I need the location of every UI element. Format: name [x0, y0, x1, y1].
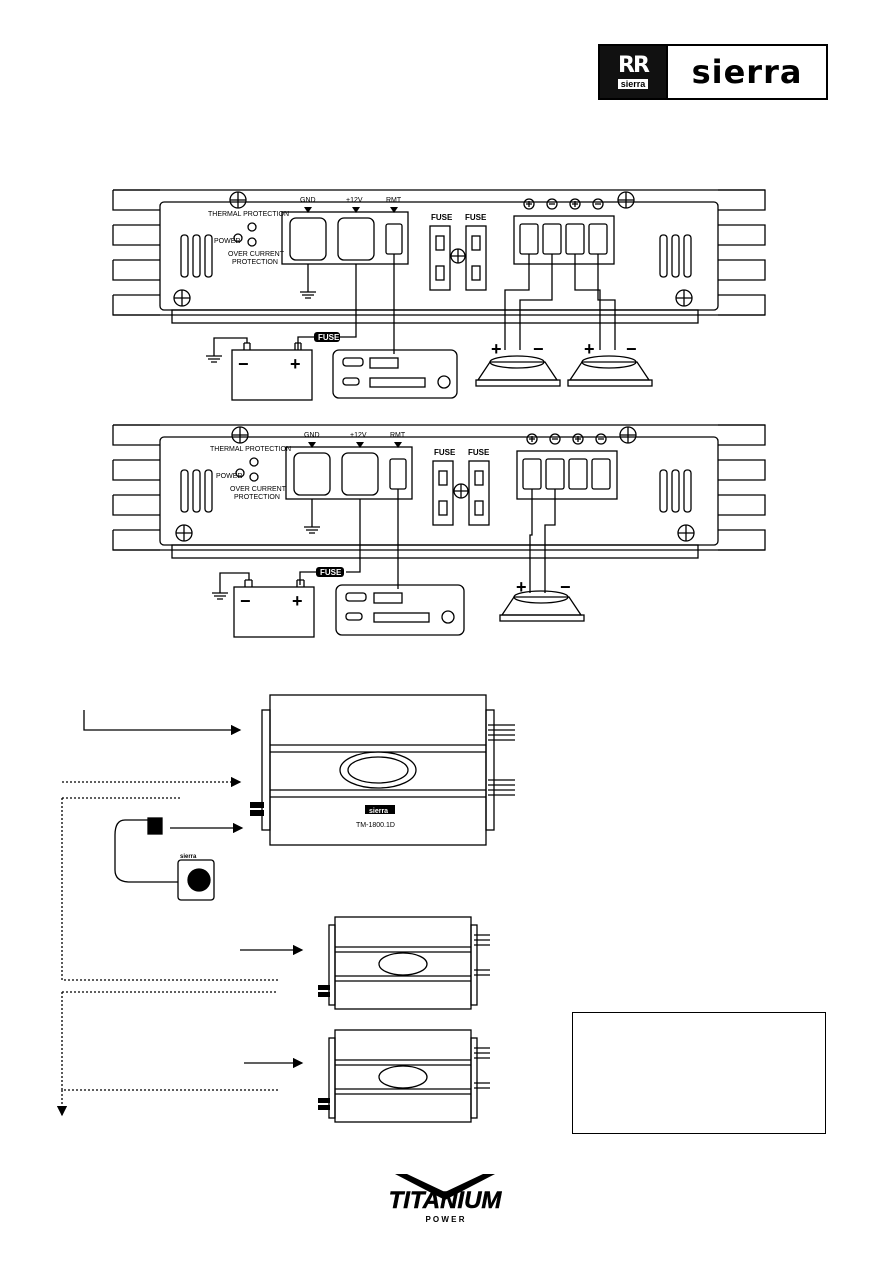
- brand-logo: RR sierra sierra: [598, 44, 828, 100]
- overcurrent-label-2b: PROTECTION: [234, 494, 280, 501]
- rmt-label: RMT: [386, 197, 402, 204]
- wiring-diagram-bridged: THERMAL PROTECTION POWER OVER CURRENT PR…: [112, 424, 766, 638]
- thermal-protection-label: THERMAL PROTECTION: [208, 211, 289, 218]
- inline-fuse-label-2: FUSE: [320, 568, 342, 577]
- rmt-label-2: RMT: [390, 432, 406, 439]
- fuse-label-3: FUSE: [434, 448, 456, 457]
- brand-mark-text: RR: [618, 53, 650, 78]
- battery-minus: −: [238, 354, 249, 374]
- speaker-bridged-minus: −: [560, 577, 571, 597]
- brand-wordmark: sierra: [691, 53, 803, 91]
- inline-fuse-label: FUSE: [318, 333, 340, 342]
- power-label: POWER: [214, 238, 240, 245]
- fuse-label-2: FUSE: [465, 213, 487, 222]
- speaker-bridged-plus: +: [516, 577, 527, 597]
- amplifier-connection-illustration: sierra TM-1800.1D sierra: [56, 694, 515, 1123]
- thermal-protection-label-2: THERMAL PROTECTION: [210, 446, 291, 453]
- brand-mark-small: sierra: [617, 79, 649, 89]
- gnd-label-2: GND: [304, 432, 320, 439]
- speaker1-minus: −: [533, 339, 544, 359]
- speaker2-minus: −: [626, 339, 637, 359]
- v12-label: +12V: [346, 197, 363, 204]
- titanium-logo-text: TITANIUM: [389, 1187, 503, 1214]
- overcurrent-label-2: PROTECTION: [232, 259, 278, 266]
- power-label-2: POWER: [216, 473, 242, 480]
- speaker2-plus: +: [584, 339, 595, 359]
- battery-minus-2: −: [240, 591, 251, 611]
- speaker1-plus: +: [491, 339, 502, 359]
- titanium-power-logo: TITANIUM P O W E R: [388, 1174, 503, 1224]
- remote-brand-text: sierra: [180, 854, 197, 860]
- titanium-logo-subtext: P O W E R: [426, 1215, 465, 1224]
- gnd-label: GND: [300, 197, 316, 204]
- brand-logo-mark: RR sierra: [600, 46, 668, 98]
- amp-model-text: TM-1800.1D: [356, 822, 395, 829]
- wiring-diagram-two-speakers: THERMAL PROTECTION POWER OVER CURRENT PR…: [112, 189, 766, 401]
- amp-brand-badge: [365, 805, 395, 814]
- note-box: [572, 1012, 826, 1134]
- v12-label-2: +12V: [350, 432, 367, 439]
- overcurrent-label-1b: OVER CURRENT: [230, 486, 287, 493]
- fuse-label-4: FUSE: [468, 448, 490, 457]
- overcurrent-label-1: OVER CURRENT: [228, 251, 285, 258]
- amp-brand-text: sierra: [369, 808, 388, 815]
- fuse-label-1: FUSE: [431, 213, 453, 222]
- battery-plus-2: +: [292, 591, 303, 611]
- battery-plus: +: [290, 354, 301, 374]
